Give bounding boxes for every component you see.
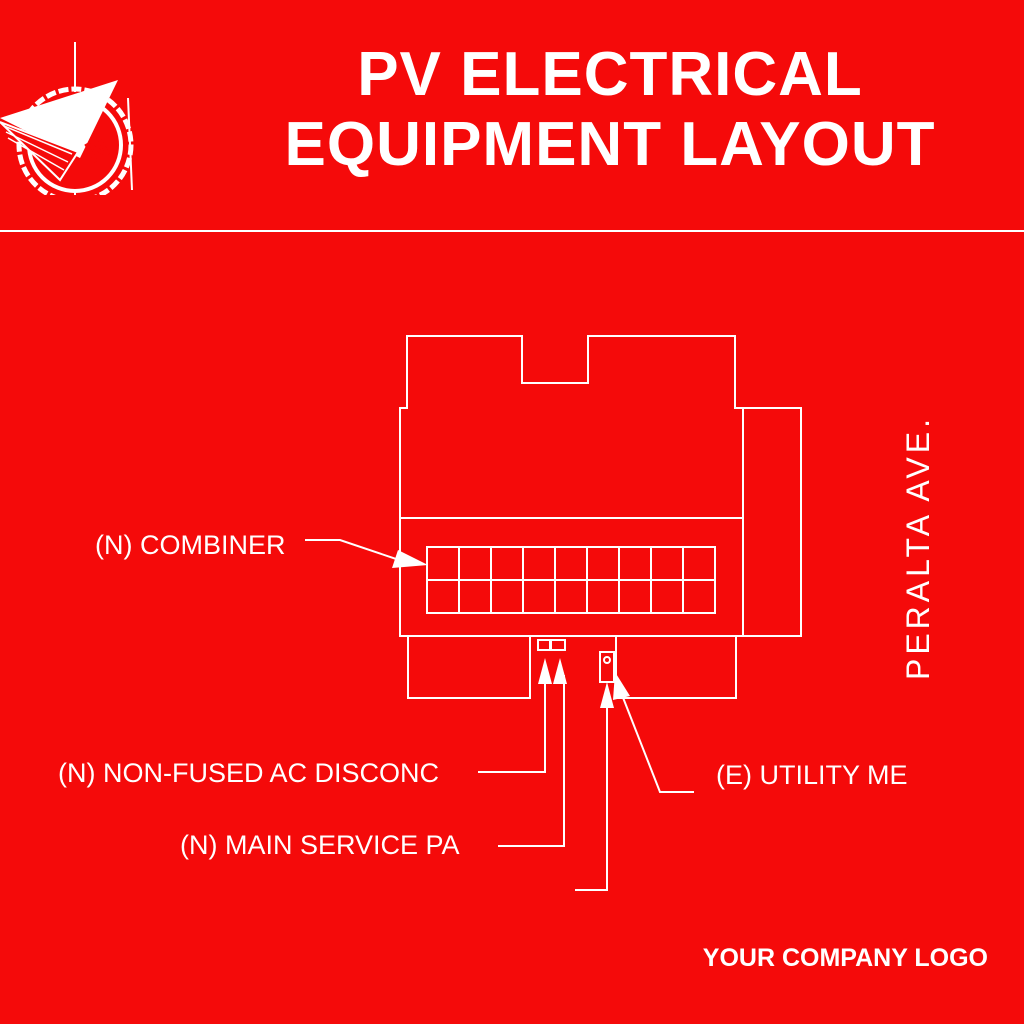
south-annex-right bbox=[615, 635, 737, 699]
ac-disconnect-arrowhead bbox=[538, 658, 552, 684]
building-outline bbox=[399, 335, 744, 519]
main-service-arrowhead bbox=[553, 658, 567, 684]
street-name-label: PERALTA AVE. bbox=[900, 415, 936, 680]
building-east-wing bbox=[742, 407, 802, 637]
company-logo-placeholder: YOUR COMPANY LOGO bbox=[702, 944, 988, 972]
utility-meter-arrowhead-b bbox=[613, 672, 630, 700]
page-title: PV ELECTRICAL EQUIPMENT LAYOUT bbox=[250, 40, 970, 180]
south-annex-left bbox=[407, 635, 531, 699]
ac-disconnect-label: (N) NON-FUSED AC DISCONC bbox=[58, 758, 440, 788]
combiner-label: (N) COMBINER bbox=[95, 530, 286, 560]
north-arrow-icon: N bbox=[0, 42, 134, 195]
ac-disconnect-leader bbox=[478, 675, 546, 773]
ac-disconnect-box bbox=[537, 639, 551, 651]
utility-meter-label: (E) UTILITY ME bbox=[716, 760, 908, 790]
main-service-label: (N) MAIN SERVICE PA bbox=[180, 830, 460, 860]
main-service-panel-box bbox=[550, 639, 566, 651]
combiner-leader bbox=[305, 539, 406, 563]
title-line-1: PV ELECTRICAL bbox=[357, 40, 863, 109]
utility-meter-arrowhead-a bbox=[600, 682, 614, 708]
utility-meter-leader-a bbox=[575, 700, 608, 891]
header-divider bbox=[0, 230, 1024, 232]
utility-meter-leader-b bbox=[621, 694, 694, 793]
main-service-leader bbox=[498, 675, 565, 847]
title-line-2: EQUIPMENT LAYOUT bbox=[284, 110, 936, 179]
building-main-block bbox=[399, 517, 744, 637]
combiner-arrowhead bbox=[392, 550, 428, 568]
